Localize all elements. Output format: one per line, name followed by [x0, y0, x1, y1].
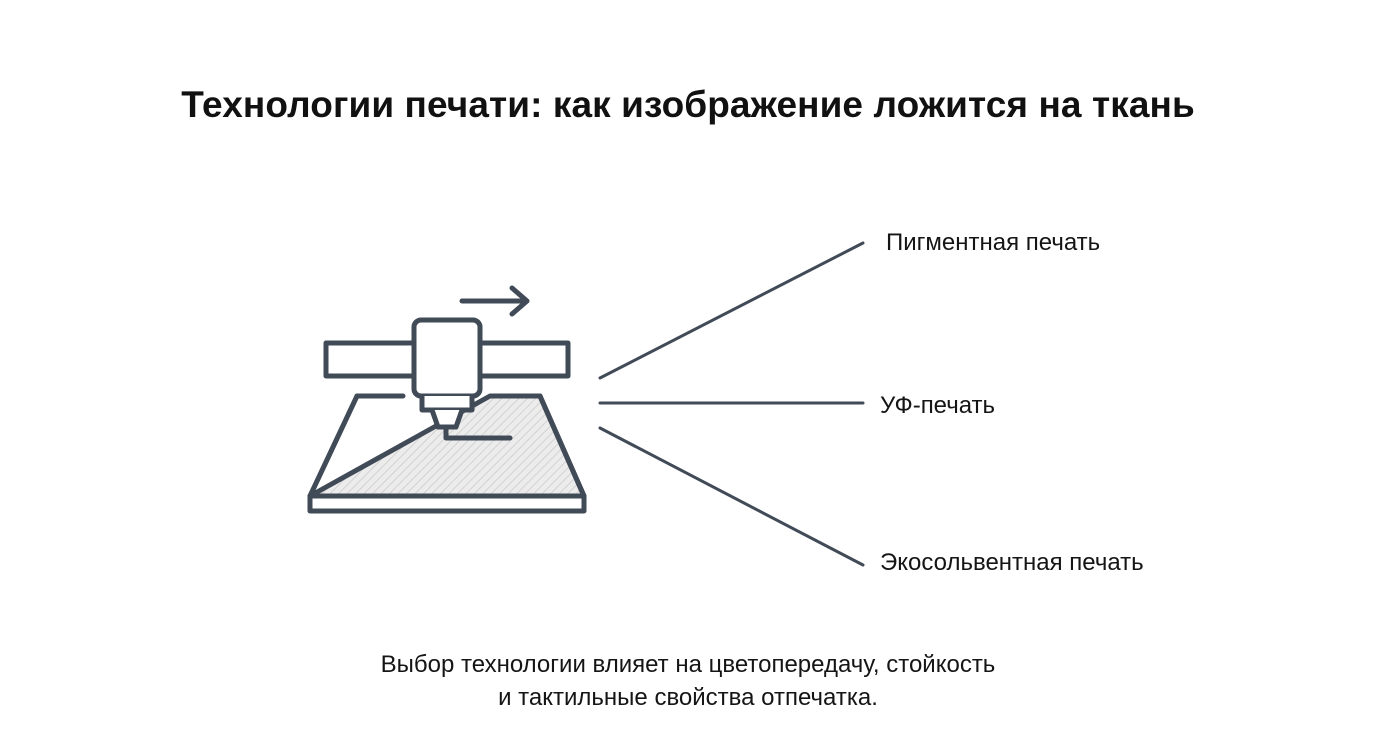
printer-icon [307, 317, 587, 514]
connector-pigment [598, 241, 865, 380]
printed-line [443, 424, 513, 441]
tech-label-pigment: Пигментная печать [886, 229, 1101, 256]
tech-label-uv: УФ-печать [880, 392, 996, 419]
caption-line-2: и тактильные свойства отпечатка. [498, 684, 878, 711]
branch-connectors [598, 241, 865, 567]
print-head [411, 317, 483, 399]
page-title: Технологии печати: как изображение ложит… [181, 84, 1195, 125]
caption-line-1: Выбор технологии влияет на цветопередачу… [380, 651, 996, 678]
connector-eco [598, 426, 865, 567]
caption: Выбор технологии влияет на цветопередачу… [0, 648, 1376, 714]
tech-label-ecosolvent: Экосольвентная печать [880, 549, 1144, 576]
arrow-right-icon [459, 285, 530, 317]
print-bed-base [307, 493, 587, 514]
print-head-nozzle-block [419, 393, 475, 413]
print-head-nozzle [429, 407, 465, 430]
